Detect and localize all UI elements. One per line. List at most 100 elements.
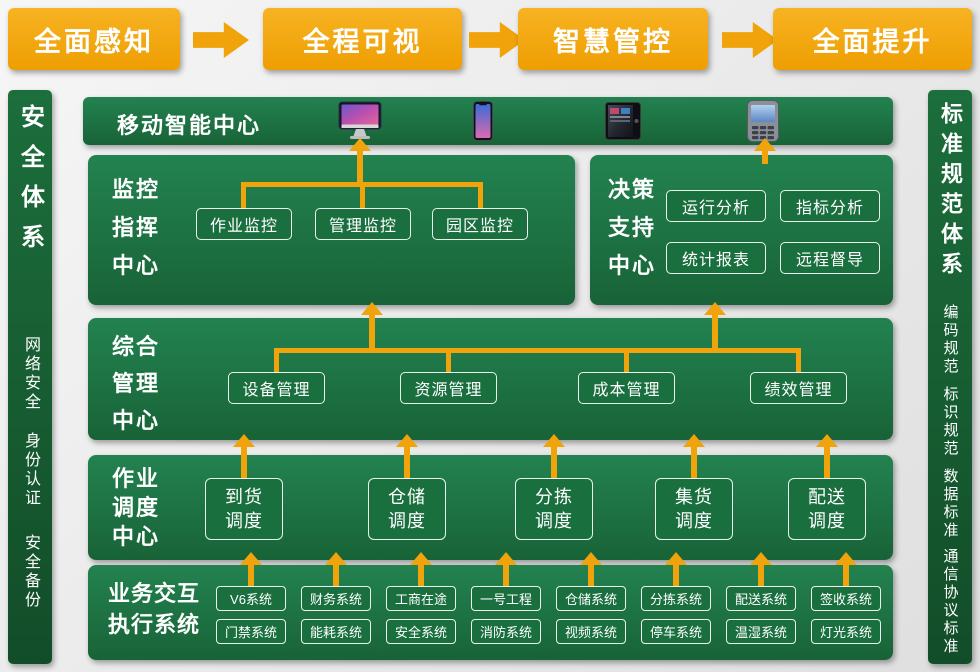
system-delivery: 配送系统 [726, 586, 796, 611]
dbox-line: 调度 [808, 511, 846, 531]
up-arrow-execution-2 [325, 552, 347, 586]
execution-system-row-1: V6系统 财务系统 工商在途 一号工程 仓储系统 分拣系统 配送系统 签收系统 [216, 586, 881, 611]
system-warehouse: 仓储系统 [556, 586, 626, 611]
title-line: 指挥 [112, 215, 161, 240]
item-remote-supervision: 远程督导 [780, 242, 880, 274]
management-center-title: 综合 管理 中心 [112, 328, 160, 439]
up-arrow-execution-7 [750, 552, 772, 586]
title-line: 支持 [608, 215, 657, 240]
dbox-line: 集货 [675, 487, 713, 507]
business-execution-system-block: 业务交互 执行系统 V6系统 财务系统 工商在途 一号工程 仓储系统 分拣系统 … [88, 565, 893, 660]
up-arrow-execution-1 [240, 552, 262, 586]
connector-line [360, 182, 365, 208]
smartphone-icon [473, 101, 493, 146]
right-arrow-icon [722, 22, 778, 58]
sidebar-item-identity-auth: 身份认证 [22, 432, 39, 508]
system-temperature-humidity: 温湿系统 [726, 619, 796, 644]
up-arrow-execution-8 [835, 552, 857, 586]
system-energy: 能耗系统 [301, 619, 371, 644]
connector-line [478, 182, 483, 208]
up-arrow-dispatch-2 [396, 434, 418, 478]
title-line: 中心 [112, 524, 161, 549]
up-arrow-execution-3 [410, 552, 432, 586]
system-project-one: 一号工程 [471, 586, 541, 611]
security-system-sidebar: 安全体系 网络安全 身份认证 安全备份 [8, 90, 52, 664]
title-line: 决策 [608, 177, 657, 202]
title-line: 管理 [112, 371, 161, 396]
right-arrow-icon [469, 22, 525, 58]
item-warehouse-dispatch: 仓储 调度 [368, 478, 446, 540]
up-arrow-execution-6 [665, 552, 687, 586]
up-arrow-decision-to-mobile [754, 138, 776, 164]
dbox-line: 到货 [225, 487, 263, 507]
system-v6: V6系统 [216, 586, 286, 611]
system-video: 视频系统 [556, 619, 626, 644]
dbox-line: 调度 [675, 511, 713, 531]
operation-dispatch-center-block: 作业 调度 中心 到货 调度 仓储 调度 分拣 调度 集货 调度 配送 调度 [88, 455, 893, 560]
item-sorting-dispatch: 分拣 调度 [515, 478, 593, 540]
execution-system-title: 业务交互 执行系统 [108, 578, 200, 640]
standards-sidebar-title: 标准规范体系 [938, 102, 963, 282]
item-management-monitoring: 管理监控 [315, 208, 411, 240]
system-lighting: 灯光系统 [811, 619, 881, 644]
connector-line [624, 348, 629, 372]
connector-line [274, 348, 279, 372]
connector-line [446, 348, 451, 372]
item-operation-monitoring: 作业监控 [196, 208, 292, 240]
system-sorting: 分拣系统 [641, 586, 711, 611]
pda-phone-icon [747, 100, 779, 147]
execution-system-row-2: 门禁系统 能耗系统 安全系统 消防系统 视频系统 停车系统 温湿系统 灯光系统 [216, 619, 881, 644]
mobile-intelligence-center-block: 移动智能中心 [83, 97, 893, 145]
system-commerce-transit: 工商在途 [386, 586, 456, 611]
monitoring-command-center-block: 监控 指挥 中心 作业监控 管理监控 园区监控 [88, 155, 575, 305]
system-security: 安全系统 [386, 619, 456, 644]
standards-system-sidebar: 标准规范体系 编码规范 标识规范 数据标准 通信协议标准 [928, 90, 972, 664]
title-line: 监控 [112, 177, 161, 202]
connector-line [241, 182, 246, 208]
comprehensive-management-center-block: 综合 管理 中心 设备管理 资源管理 成本管理 绩效管理 [88, 318, 893, 440]
sidebar-item-coding-standard: 编码规范 [941, 304, 959, 376]
dbox-line: 配送 [808, 487, 846, 507]
decision-center-title: 决策 支持 中心 [608, 171, 656, 285]
dispatch-center-title: 作业 调度 中心 [112, 464, 160, 551]
item-delivery-dispatch: 配送 调度 [788, 478, 866, 540]
up-arrow-execution-5 [580, 552, 602, 586]
title-line: 执行系统 [108, 612, 201, 637]
system-finance: 财务系统 [301, 586, 371, 611]
security-sidebar-title: 安全体系 [16, 104, 44, 264]
item-operation-analysis: 运行分析 [666, 190, 766, 222]
system-signoff: 签收系统 [811, 586, 881, 611]
monitoring-center-title: 监控 指挥 中心 [112, 171, 160, 285]
sidebar-item-network-security: 网络安全 [22, 336, 39, 412]
up-arrow-dispatch-3 [543, 434, 565, 478]
up-arrow-execution-4 [495, 552, 517, 586]
item-arrival-dispatch: 到货 调度 [205, 478, 283, 540]
dbox-line: 调度 [535, 511, 573, 531]
up-arrow-management-to-monitoring [361, 302, 383, 348]
item-statistical-reports: 统计报表 [666, 242, 766, 274]
sidebar-item-data-standard: 数据标准 [941, 468, 959, 540]
dbox-line: 调度 [388, 511, 426, 531]
item-park-monitoring: 园区监控 [432, 208, 528, 240]
up-arrow-monitor-to-mobile [349, 138, 371, 184]
flow-banner-control: 智慧管控 [518, 8, 708, 70]
title-line: 中心 [112, 408, 161, 433]
item-equipment-management: 设备管理 [228, 372, 325, 404]
up-arrow-dispatch-1 [233, 434, 255, 478]
dbox-line: 仓储 [388, 487, 426, 507]
item-collection-dispatch: 集货 调度 [655, 478, 733, 540]
sidebar-item-identification-standard: 标识规范 [941, 386, 959, 458]
connector-line [276, 348, 801, 353]
system-parking: 停车系统 [641, 619, 711, 644]
item-indicator-analysis: 指标分析 [780, 190, 880, 222]
title-line: 综合 [112, 334, 161, 359]
item-cost-management: 成本管理 [578, 372, 675, 404]
title-line: 中心 [112, 253, 161, 278]
title-line: 中心 [608, 253, 657, 278]
decision-support-center-block: 决策 支持 中心 运行分析 指标分析 统计报表 远程督导 [590, 155, 893, 305]
title-line: 业务交互 [108, 581, 201, 606]
sidebar-item-security-backup: 安全备份 [22, 534, 39, 610]
flow-banner-perception: 全面感知 [8, 8, 180, 70]
up-arrow-dispatch-4 [683, 434, 705, 478]
